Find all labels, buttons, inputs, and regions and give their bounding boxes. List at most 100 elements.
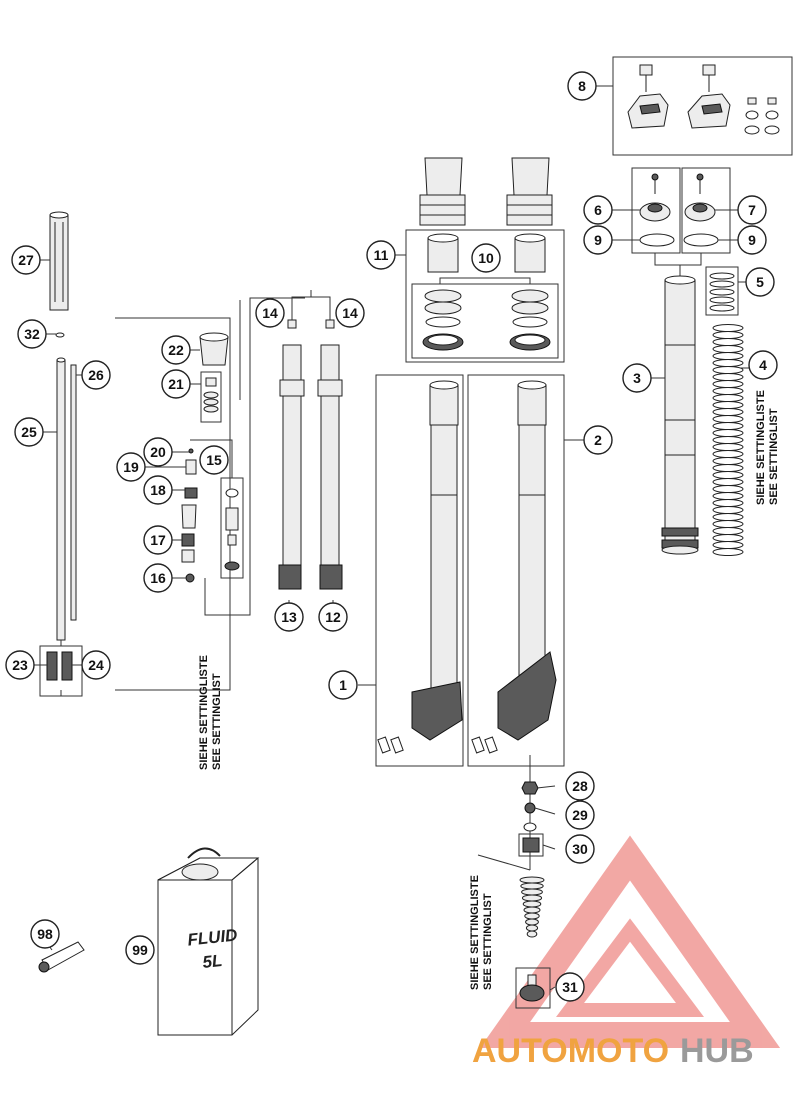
callout-2: 2	[583, 425, 613, 455]
svg-text:13: 13	[281, 609, 297, 625]
spring-coil	[712, 436, 744, 444]
callout-26: 26	[81, 360, 111, 390]
note-left-de: SIEHE SETTINGLISTE	[198, 655, 210, 770]
fork-tube-top-left	[419, 157, 466, 226]
svg-text:23: 23	[12, 657, 28, 673]
callout-14-right: 14	[335, 298, 365, 328]
svg-text:20: 20	[150, 444, 166, 460]
svg-text:12: 12	[325, 609, 341, 625]
box-1	[375, 374, 464, 767]
spring-coil	[712, 415, 744, 423]
svg-text:22: 22	[168, 342, 184, 358]
callout-30: 30	[565, 834, 595, 864]
spring-coil	[712, 422, 744, 430]
callout-27: 27	[11, 245, 41, 275]
svg-text:7: 7	[748, 202, 756, 218]
spring-coil	[712, 443, 744, 451]
nut-29	[524, 802, 536, 814]
spring-coil	[712, 513, 744, 521]
callout-5: 5	[745, 267, 775, 297]
spring-coil	[712, 527, 744, 535]
box-23-24	[39, 645, 83, 697]
spring-coil	[712, 345, 744, 353]
spring-short	[709, 272, 735, 312]
outer-tube-right	[471, 380, 557, 754]
fluid-label-line2: 5L	[202, 951, 224, 972]
adjuster-stack	[224, 488, 240, 571]
callout-7: 7	[737, 195, 767, 225]
spring-coil	[712, 331, 744, 339]
note-setting-right: SIEHE SETTINGLISTE SEE SETTINGLIST	[755, 390, 780, 505]
o-ring-32	[55, 332, 65, 338]
callout-31: 31	[555, 972, 585, 1002]
svg-text:16: 16	[150, 570, 166, 586]
callout-17: 17	[143, 525, 173, 555]
note-right-de: SIEHE SETTINGLISTE	[755, 390, 767, 505]
svg-text:14: 14	[262, 305, 278, 321]
spring-coil	[712, 387, 744, 395]
spring-coil	[712, 457, 744, 465]
svg-text:3: 3	[633, 370, 641, 386]
callout-28: 28	[565, 771, 595, 801]
svg-text:9: 9	[748, 232, 756, 248]
callout-13: 13	[274, 602, 304, 632]
note-setting-bottom: SIEHE SETTINGLISTE SEE SETTINGLIST	[469, 875, 494, 990]
callout-21: 21	[161, 369, 191, 399]
bushing-set-right	[509, 233, 551, 351]
spring-coil	[712, 492, 744, 500]
box-2	[467, 374, 565, 767]
valve-30	[522, 837, 540, 853]
damper-rod-right	[317, 319, 343, 590]
spring-coil	[712, 352, 744, 360]
outer-tube-left	[377, 380, 463, 754]
callout-4: 4	[748, 350, 778, 380]
svg-text:4: 4	[759, 357, 767, 373]
svg-text:28: 28	[572, 778, 588, 794]
box-31	[515, 967, 551, 1009]
callout-3: 3	[622, 363, 652, 393]
svg-text:11: 11	[374, 247, 389, 263]
spring-coil	[712, 373, 744, 381]
fork-spring	[712, 324, 744, 556]
svg-text:24: 24	[88, 657, 104, 673]
damper-rod-left	[278, 319, 305, 590]
shim	[524, 912, 540, 920]
spring-guide-27	[49, 211, 69, 311]
spring-coil	[712, 541, 744, 549]
spring-coil	[712, 324, 744, 332]
callout-6: 6	[583, 195, 613, 225]
needles-23-24	[46, 651, 73, 681]
shim	[521, 894, 543, 902]
svg-text:2: 2	[594, 432, 602, 448]
shim	[525, 918, 539, 926]
spring-coil	[712, 534, 744, 542]
callout-18: 18	[143, 475, 173, 505]
watermark-text-hub: HUB	[680, 1032, 754, 1070]
valve-stack	[203, 377, 219, 413]
callout-14-left: 14	[255, 298, 285, 328]
shim	[522, 900, 542, 908]
callout-10: 10	[471, 243, 501, 273]
svg-text:5: 5	[756, 274, 764, 290]
spring-coil	[712, 338, 744, 346]
spring-coil	[712, 499, 744, 507]
shim	[526, 930, 538, 938]
fork-tube-top-right	[506, 157, 553, 226]
callout-1: 1	[328, 670, 358, 700]
svg-text:10: 10	[478, 250, 494, 266]
svg-text:26: 26	[88, 367, 104, 383]
callout-11: 11	[366, 240, 396, 270]
spring-coil	[712, 471, 744, 479]
note-bottom-de: SIEHE SETTINGLISTE	[469, 875, 481, 990]
spring-coil	[712, 429, 744, 437]
svg-text:30: 30	[572, 841, 588, 857]
svg-text:31: 31	[562, 979, 578, 995]
note-right-en: SEE SETTINGLIST	[768, 408, 780, 505]
needle-valve	[181, 448, 198, 583]
fluid-can: FLUID 5L	[157, 847, 260, 1036]
callout-32: 32	[17, 319, 47, 349]
svg-text:18: 18	[150, 482, 166, 498]
callout-15: 15	[199, 445, 229, 475]
shim	[521, 888, 543, 896]
